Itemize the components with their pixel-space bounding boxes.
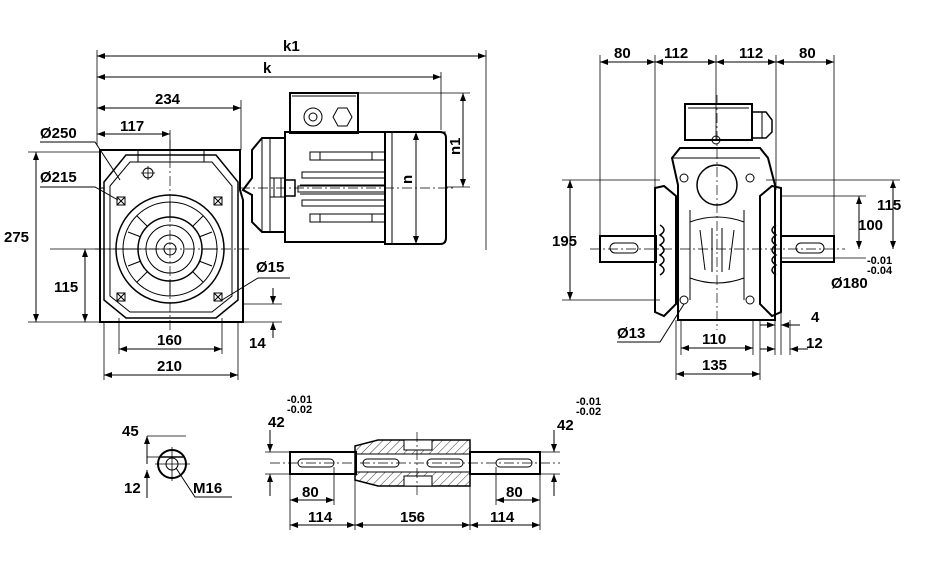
dim-14: 14 <box>249 335 266 352</box>
dim-m16: M16 <box>193 480 222 497</box>
dim-115-right: 115 <box>877 197 901 214</box>
dim-156: 156 <box>400 509 425 526</box>
dim-12-key: 12 <box>124 480 141 497</box>
dim-135: 135 <box>702 357 727 374</box>
dim-d250: Ø250 <box>40 125 77 142</box>
tol-shaft-left-lower: -0.02 <box>287 404 312 416</box>
dim-42-right: 42 <box>557 417 574 434</box>
dim-d15: Ø15 <box>256 259 284 276</box>
dim-42-left: 42 <box>268 414 285 431</box>
shaft-end-detail: 45 12 M16 <box>122 423 232 498</box>
dim-80-top-left: 80 <box>614 45 631 62</box>
dim-114-left: 114 <box>308 509 333 526</box>
tol-d180-upper: -0.01 <box>867 255 892 267</box>
dim-k: k <box>263 60 272 77</box>
dim-112-right: 112 <box>739 45 763 62</box>
dim-d180: Ø180 <box>831 275 868 292</box>
tol-shaft-right-upper: -0.01 <box>576 396 601 408</box>
shaft-section: 42 -0.01 -0.02 42 -0.01 -0.02 80 80 114 … <box>265 394 601 530</box>
dim-n: n <box>399 175 416 184</box>
dim-160: 160 <box>157 332 182 349</box>
dim-234: 234 <box>155 91 181 108</box>
dim-80-top-right: 80 <box>799 45 816 62</box>
dim-80-shaft-right: 80 <box>506 484 523 501</box>
dim-210: 210 <box>157 358 182 375</box>
dim-k1: k1 <box>283 38 300 55</box>
dim-114-right: 114 <box>490 509 515 526</box>
dim-195: 195 <box>552 233 577 250</box>
dim-80-shaft-left: 80 <box>302 484 319 501</box>
dim-110: 110 <box>702 331 726 348</box>
side-view: 80 112 112 80 <box>552 45 901 380</box>
dim-n1: n1 <box>447 137 464 155</box>
dim-45: 45 <box>122 423 139 440</box>
dim-4: 4 <box>811 309 820 326</box>
tol-d180-lower: -0.04 <box>867 265 893 277</box>
front-view: k1 k 234 117 Ø250 Ø215 275 115 <box>4 38 487 380</box>
dim-117: 117 <box>120 118 144 135</box>
dim-d13: Ø13 <box>617 325 645 342</box>
dim-275: 275 <box>4 229 29 246</box>
tol-shaft-right-lower: -0.02 <box>576 406 601 418</box>
dim-100: 100 <box>858 217 883 234</box>
dim-112-left: 112 <box>664 45 688 62</box>
dim-d215: Ø215 <box>40 169 77 186</box>
dim-115-left: 115 <box>54 279 78 296</box>
tol-shaft-left-upper: -0.01 <box>287 394 312 406</box>
dim-12-right: 12 <box>806 335 823 352</box>
